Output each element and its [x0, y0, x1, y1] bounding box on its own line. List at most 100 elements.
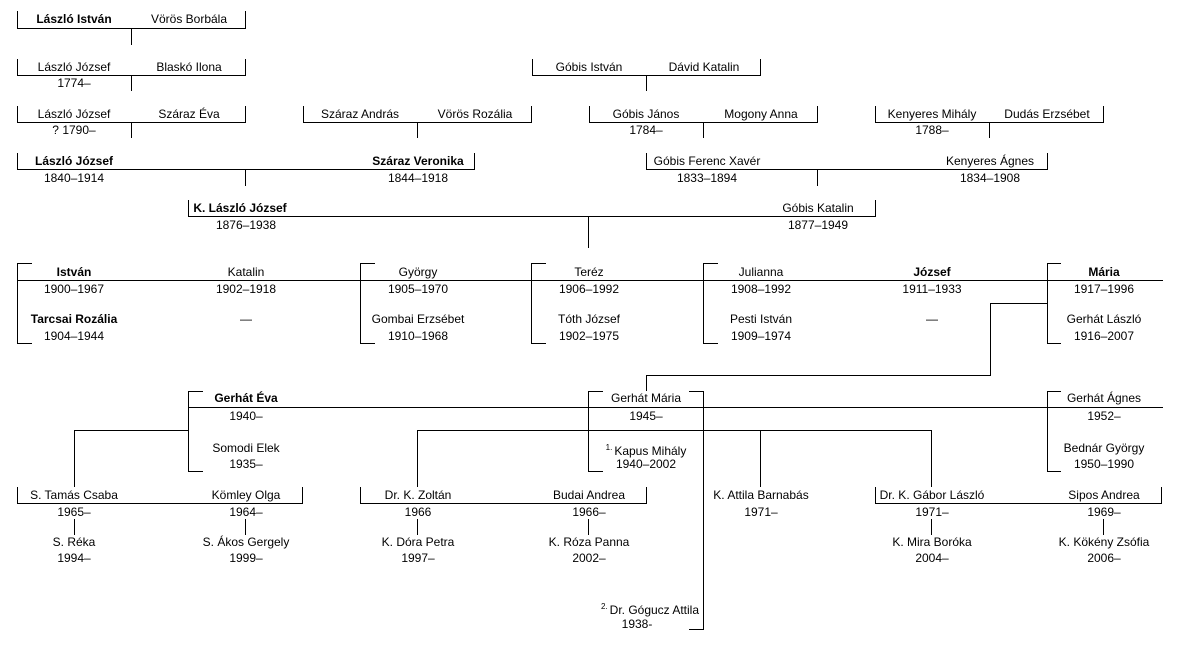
- person-name: Mária: [1088, 265, 1120, 279]
- person-dates: 1994–: [57, 551, 91, 565]
- person-name: Kömley Olga: [211, 488, 281, 502]
- person-name: Gerhát Mária: [610, 391, 682, 405]
- spouse-name: Gerhát László: [1066, 312, 1142, 326]
- person-name: Száraz Éva: [158, 107, 220, 121]
- no-spouse-dash: —: [926, 312, 938, 326]
- person-name: Mogony Anna: [724, 107, 798, 121]
- person-name: Góbis János: [612, 107, 680, 121]
- person-name: Katalin: [227, 265, 265, 279]
- spouse-name: Pesti István: [729, 312, 793, 326]
- person-name: Dr. K. Zoltán: [384, 488, 452, 502]
- person-dates: 1876–1938: [215, 218, 277, 232]
- person-name: Száraz András: [320, 107, 400, 121]
- person-dates: 1971–: [744, 505, 778, 519]
- person-dates: 1952–: [1087, 409, 1121, 423]
- person-name: Blaskó Ilona: [156, 60, 222, 74]
- person-dates: 1917–1996: [1073, 282, 1135, 296]
- person-dates: 1906–1992: [558, 282, 620, 296]
- spouse-name-text: Dr. Gógucz Attila: [609, 603, 700, 617]
- person-dates: 1774–: [57, 76, 91, 90]
- spouse-dates: 1916–2007: [1073, 329, 1135, 343]
- person-dates: 1964–: [229, 505, 263, 519]
- person-name: Kenyeres Ágnes: [945, 154, 1035, 168]
- spouse-1-name: 1.Kapus Mihály: [606, 441, 687, 458]
- person-dates: 1945–: [629, 409, 663, 423]
- person-name: Dr. K. Gábor László: [879, 488, 985, 502]
- person-dates: 1971–: [915, 505, 949, 519]
- spouse-name: Gombai Erzsébet: [371, 312, 465, 326]
- person-name: Góbis István: [555, 60, 623, 74]
- spouse-dates: 1950–1990: [1073, 457, 1135, 471]
- person-dates: 1905–1970: [387, 282, 449, 296]
- person-dates: 1784–: [629, 123, 663, 137]
- marriage-number: 2.: [600, 602, 608, 611]
- no-spouse-dash: —: [240, 312, 252, 326]
- person-name: László István: [36, 12, 112, 26]
- person-dates: 1969–: [1087, 505, 1121, 519]
- spouse-dates: 1909–1974: [730, 329, 792, 343]
- person-name: Góbis Katalin: [782, 201, 854, 215]
- person-dates: 2004–: [915, 551, 949, 565]
- person-name: József: [913, 265, 951, 279]
- person-name: K. Dóra Petra: [381, 535, 455, 549]
- person-name: Vörös Rozália: [437, 107, 513, 121]
- person-dates: 1902–1918: [215, 282, 277, 296]
- spouse-dates: 1902–1975: [558, 329, 620, 343]
- person-name: Száraz Veronika: [372, 154, 464, 168]
- person-dates: 2002–: [572, 551, 606, 565]
- spouse-dates: 1935–: [229, 457, 263, 471]
- person-dates: 1844–1918: [387, 171, 449, 185]
- person-name: Budai Andrea: [552, 488, 626, 502]
- person-name: István: [56, 265, 92, 279]
- spouse-dates: 1904–1944: [43, 329, 105, 343]
- person-name: György: [398, 265, 438, 279]
- person-name: Sipos Andrea: [1068, 488, 1140, 502]
- person-dates: 1966: [404, 505, 432, 519]
- spouse-name: Bednár György: [1063, 441, 1145, 455]
- person-name: K. Attila Barnabás: [713, 488, 809, 502]
- person-name: Vörös Borbála: [150, 12, 228, 26]
- person-name: S. Ákos Gergely: [202, 535, 290, 549]
- person-name: K. Kökény Zsófia: [1058, 535, 1150, 549]
- person-dates: 1877–1949: [787, 218, 849, 232]
- person-name: Góbis Ferenc Xavér: [653, 154, 761, 168]
- person-dates: 1997–: [401, 551, 435, 565]
- spouse-name: Tarcsai Rozália: [30, 312, 118, 326]
- person-name: Julianna: [738, 265, 784, 279]
- person-name: K. Mira Boróka: [892, 535, 972, 549]
- person-name: Teréz: [574, 265, 604, 279]
- person-name: K. Róza Panna: [548, 535, 630, 549]
- person-dates: 1908–1992: [730, 282, 792, 296]
- person-dates: 1966–: [572, 505, 606, 519]
- person-name: Gerhát Éva: [214, 391, 278, 405]
- spouse-dates: 1910–1968: [387, 329, 449, 343]
- person-name: Dávid Katalin: [668, 60, 740, 74]
- marriage-number: 1.: [605, 443, 613, 452]
- person-dates: 1940–: [229, 409, 263, 423]
- person-name: S. Réka: [52, 535, 96, 549]
- person-name: Gerhát Ágnes: [1066, 391, 1142, 405]
- spouse-1-dates: 1940–2002: [615, 457, 677, 471]
- person-name: S. Tamás Csaba: [30, 488, 118, 502]
- person-dates: 2006–: [1087, 551, 1121, 565]
- person-name: Kenyeres Mihály: [887, 107, 977, 121]
- spouse-name: Somodi Elek: [212, 441, 280, 455]
- spouse-name-text: Kapus Mihály: [614, 444, 687, 458]
- spouse-2-dates: 1938-: [621, 617, 653, 631]
- person-name: László József: [37, 60, 111, 74]
- person-dates: 1834–1908: [959, 171, 1021, 185]
- spouse-name: Tóth József: [557, 312, 621, 326]
- spouse-2-name: 2.Dr. Gógucz Attila: [601, 600, 699, 617]
- person-dates: 1911–1933: [902, 282, 962, 296]
- person-dates: 1965–: [57, 505, 91, 519]
- person-dates: 1900–1967: [43, 282, 105, 296]
- person-name: László József: [37, 107, 111, 121]
- person-name: Dudás Erzsébet: [1004, 107, 1090, 121]
- person-dates: 1788–: [915, 123, 949, 137]
- person-dates: 1840–1914: [43, 171, 105, 185]
- person-dates: 1999–: [229, 551, 263, 565]
- person-name: K. László József: [193, 201, 287, 215]
- person-dates: 1833–1894: [676, 171, 738, 185]
- person-name: László József: [34, 154, 114, 168]
